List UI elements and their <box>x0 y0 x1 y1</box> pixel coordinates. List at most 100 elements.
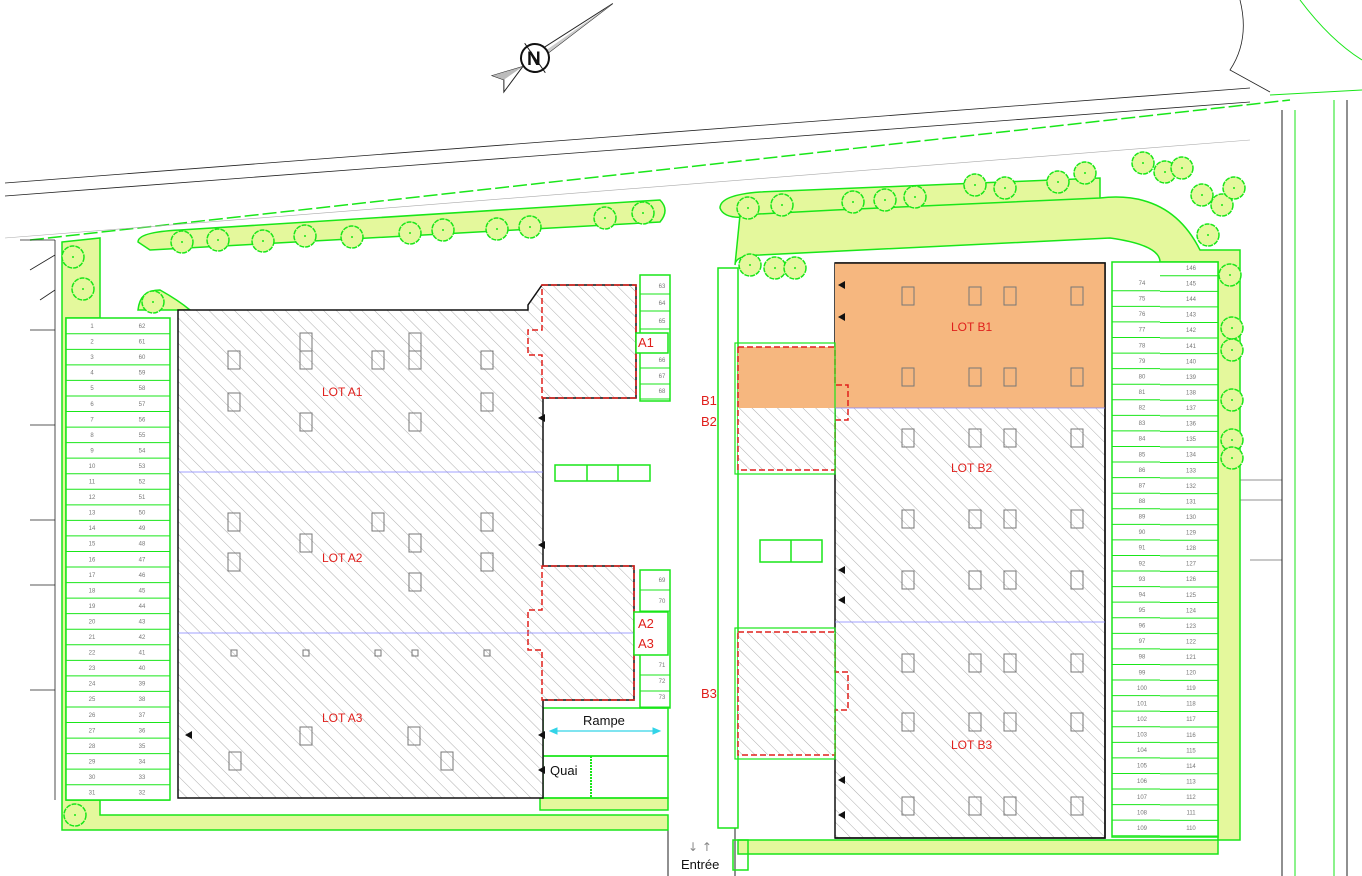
skylight <box>968 712 982 732</box>
tree-icon <box>736 196 760 220</box>
dock-door-icon <box>538 541 545 549</box>
skylight <box>299 332 313 352</box>
parking-slot-number: 41 <box>139 651 146 657</box>
parking-slot-number: 38 <box>139 697 146 703</box>
parking-slot-number: 132 <box>1186 484 1197 490</box>
tree-icon <box>293 224 317 248</box>
parking-slot-number: 54 <box>139 448 146 454</box>
parking-slot-number: 89 <box>1139 515 1146 521</box>
dock-door-icon <box>538 766 545 774</box>
parking-slot-number: 114 <box>1186 764 1196 770</box>
parking-slot-number: 129 <box>1186 531 1197 537</box>
skylight <box>901 286 915 306</box>
parking-slot-number: 105 <box>1137 764 1148 770</box>
tree-icon <box>398 221 422 245</box>
unit-b1-tag: B1 <box>701 393 717 408</box>
tree-icon <box>1046 170 1070 194</box>
parking-slot-number: 64 <box>659 301 666 307</box>
parking-slot-number: 79 <box>1139 359 1146 365</box>
parking-slot-number: 136 <box>1186 422 1197 428</box>
skylight <box>408 533 422 553</box>
parking-slot-number: 109 <box>1137 826 1148 832</box>
parking-slot-number: 61 <box>139 340 146 346</box>
parking-slot-number: 6 <box>90 402 94 408</box>
skylight <box>227 512 241 532</box>
skylight <box>901 796 915 816</box>
skylight <box>1070 796 1084 816</box>
parking-slot-number: 117 <box>1186 717 1196 723</box>
parking-slot-number: 34 <box>139 759 146 765</box>
parking-slot-number: 81 <box>1139 390 1146 396</box>
tree-icon <box>593 206 617 230</box>
parking-slot-number: 123 <box>1186 624 1197 630</box>
dock-door-icon <box>838 281 845 289</box>
tree-icon <box>631 201 655 225</box>
skylight <box>968 509 982 529</box>
parking-slot-number: 9 <box>90 448 94 454</box>
parking-slot-number: 121 <box>1186 655 1197 661</box>
north-arrow-icon: N <box>490 3 614 94</box>
parking-slot-number: 45 <box>139 588 146 594</box>
compass-n-label: N <box>527 49 541 70</box>
dock-door-icon <box>838 776 845 784</box>
parking-slot-number: 106 <box>1137 779 1148 785</box>
parking-slot-number: 12 <box>89 495 96 501</box>
parking-slot-number: 120 <box>1186 671 1197 677</box>
parking-slot-number: 59 <box>139 371 146 377</box>
building-a <box>177 284 669 799</box>
skylight <box>227 552 241 572</box>
tree-icon <box>170 230 194 254</box>
skylight <box>228 751 242 771</box>
parking-slot-number: 116 <box>1186 733 1196 739</box>
parking-slot-number: 2 <box>90 340 94 346</box>
parking-slot-number: 134 <box>1186 453 1197 459</box>
tree-icon <box>1218 263 1242 287</box>
parking-slot-number: 1 <box>90 324 94 330</box>
parking-slot-number: 143 <box>1186 313 1197 319</box>
parking-slot-number: 124 <box>1186 608 1197 614</box>
lot-b2-label: LOT B2 <box>951 461 992 475</box>
tree-icon <box>841 190 865 214</box>
parking-slot-number: 73 <box>659 695 666 701</box>
tree-icon <box>1222 176 1246 200</box>
parking-slot-number: 35 <box>139 744 146 750</box>
skylight <box>1070 367 1084 387</box>
parking-slot-number: 80 <box>1139 374 1146 380</box>
parking-slot-number: 25 <box>89 697 96 703</box>
parking-slot-number: 7 <box>90 417 94 423</box>
tree-icon <box>873 188 897 212</box>
parking-slot-number: 27 <box>89 728 96 734</box>
skylight <box>901 653 915 673</box>
parking-slot-number: 47 <box>139 557 146 563</box>
tree-icon <box>903 185 927 209</box>
tree-icon <box>1170 156 1194 180</box>
parking-slot-number: 146 <box>1186 266 1197 272</box>
parking-slot-number: 142 <box>1186 328 1197 334</box>
skylight <box>299 533 313 553</box>
parking-slot-number: 76 <box>1139 312 1146 318</box>
parking-slot-number: 77 <box>1139 328 1146 334</box>
skylight <box>1003 796 1017 816</box>
parking-slot-number: 94 <box>1139 592 1146 598</box>
skylight <box>371 350 385 370</box>
tree-icon <box>993 176 1017 200</box>
parking-slot-number: 13 <box>89 511 96 517</box>
skylight <box>968 428 982 448</box>
tree-icon <box>1131 151 1155 175</box>
parking-slot-number: 87 <box>1139 483 1146 489</box>
skylight <box>408 412 422 432</box>
parking-slot-number: 33 <box>139 775 146 781</box>
dock-door-icon <box>838 313 845 321</box>
lot-a1-label: LOT A1 <box>322 385 363 399</box>
tree-icon <box>485 217 509 241</box>
parking-slot-number: 51 <box>139 495 146 501</box>
parking-slot-number: 39 <box>139 682 146 688</box>
parking-slot-number: 112 <box>1186 795 1196 801</box>
parking-slot-number: 23 <box>89 666 96 672</box>
dock-door-icon <box>838 811 845 819</box>
parking-slot-number: 101 <box>1137 701 1148 707</box>
lot-a3-label: LOT A3 <box>322 711 363 725</box>
parking-slot-number: 20 <box>89 619 96 625</box>
skylight <box>407 726 421 746</box>
parking-slot-number: 96 <box>1139 624 1146 630</box>
